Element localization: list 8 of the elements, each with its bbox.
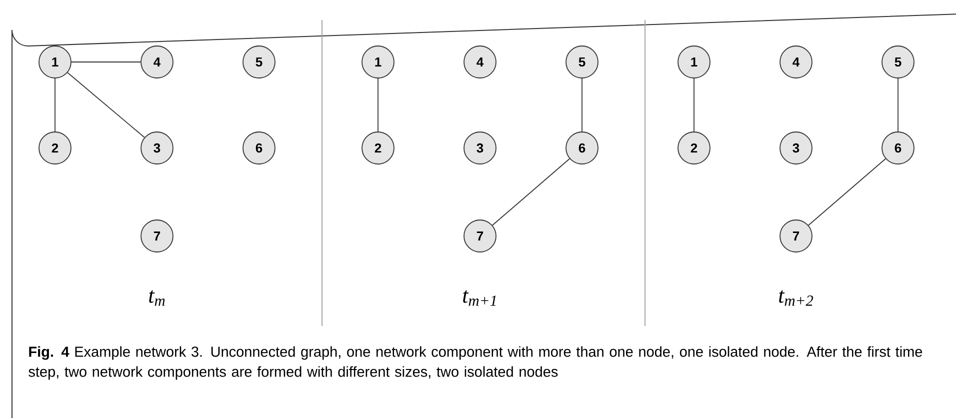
edge-line [54, 78, 56, 132]
time-label: t$_{m+2}$ [779, 290, 814, 306]
edge-line [492, 158, 570, 226]
caption: Fig. 4 Example network 3. Unconnected graph, one network component with more than one node, one isolated node. After the first time step, two network components are formed with different sizes, two isolated nodes [28, 346, 922, 380]
time-label: t$_{m}$ [149, 290, 165, 306]
edge-line [67, 72, 145, 138]
time-label: t$_{m+1}$ [463, 290, 496, 306]
edge-line [808, 158, 886, 226]
